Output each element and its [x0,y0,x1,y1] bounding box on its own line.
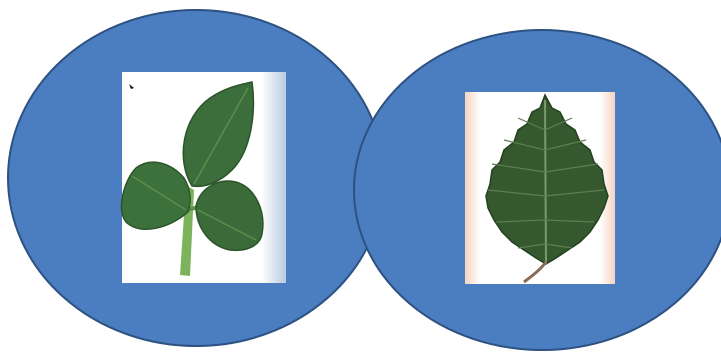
simple-leaf-image [465,92,615,284]
compound-leaf-image [121,72,286,283]
